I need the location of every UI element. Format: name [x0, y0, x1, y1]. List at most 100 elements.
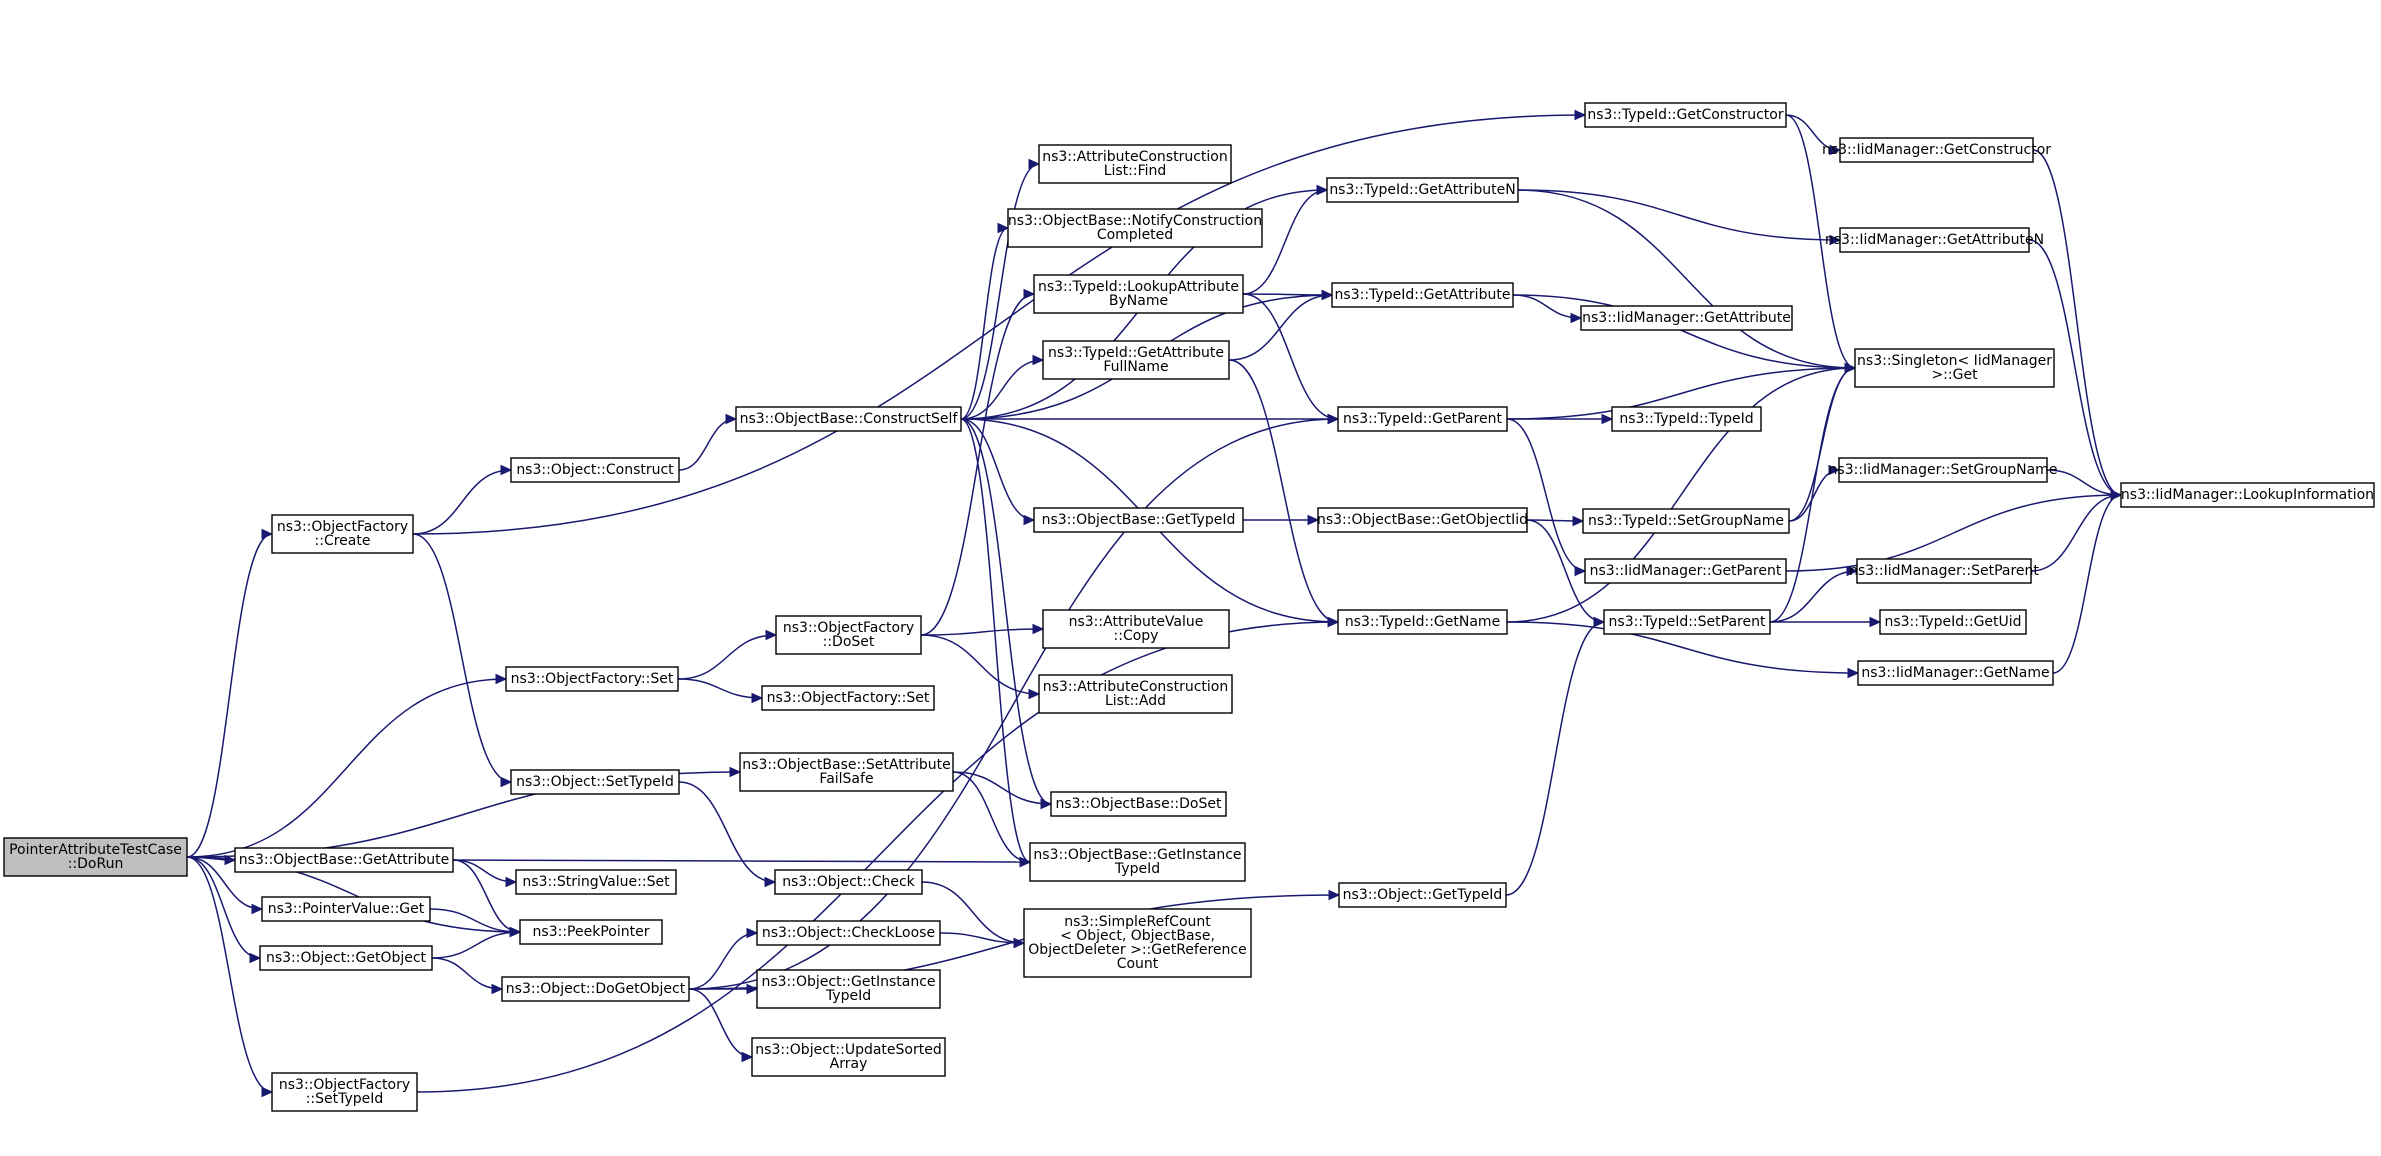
node-label-line: ns3::IidManager::GetAttributeN: [1825, 232, 2044, 248]
edge-arrowhead: [1829, 234, 1842, 246]
node-iid-getconstructor[interactable]: ns3::IidManager::GetConstructor: [1822, 137, 2051, 163]
node-box: [1033, 274, 1244, 314]
edge-line: [960, 418, 1052, 805]
edge-arrowhead: [1040, 798, 1053, 810]
node-label-line: List::Add: [1105, 693, 1166, 709]
node-iid-setgroupname[interactable]: ns3::IidManager::SetGroupName: [1829, 457, 2058, 483]
edge-line: [1506, 621, 1859, 674]
node-of-set2[interactable]: ns3::ObjectFactory::Set: [761, 685, 935, 711]
edge-o_getobject-to-peekpointer: [431, 926, 522, 959]
node-o-construct[interactable]: ns3::Object::Construct: [510, 457, 680, 483]
node-box: [1317, 507, 1528, 533]
node-box: [271, 1072, 418, 1112]
node-iid-setparent[interactable]: ns3::IidManager::SetParent: [1849, 558, 2039, 584]
edge-line: [952, 771, 1052, 805]
edge-tid_lookup-to-tid_getparent: [1242, 293, 1340, 425]
node-o-settypeid[interactable]: ns3::Object::SetTypeId: [510, 769, 680, 795]
node-label-line: ns3::ObjectFactory: [279, 1077, 410, 1093]
edge-arrowhead: [495, 673, 508, 685]
node-iid-getattr[interactable]: ns3::IidManager::GetAttribute: [1580, 305, 1793, 331]
edge-line: [1769, 367, 1856, 623]
node-of-set[interactable]: ns3::ObjectFactory::Set: [505, 666, 679, 692]
node-box: [510, 457, 680, 483]
node-root[interactable]: PointerAttributeTestCase::DoRun: [3, 837, 188, 877]
node-of-doset[interactable]: ns3::ObjectFactory::DoSet: [775, 615, 922, 655]
node-peekpointer[interactable]: ns3::PeekPointer: [519, 919, 663, 945]
edge-ob_constructself-to-ob_gettypeid: [960, 418, 1036, 526]
node-o-checkloose[interactable]: ns3::Object::CheckLoose: [756, 920, 941, 946]
node-tid-getuid[interactable]: ns3::TypeId::GetUid: [1879, 609, 2027, 635]
edge-line: [688, 418, 1339, 990]
node-singleton-get[interactable]: ns3::Singleton< IidManager>::Get: [1854, 348, 2055, 388]
node-label-line: ns3::ObjectBase::GetObjectIid: [1317, 512, 1528, 528]
node-label-line: ns3::ObjectFactory: [277, 519, 408, 535]
edge-arrowhead: [1032, 354, 1045, 366]
node-ob-getobjectiid[interactable]: ns3::ObjectBase::GetObjectIid: [1317, 507, 1528, 533]
edge-tid_getname-to-iid_getname: [1506, 621, 1860, 679]
edge-arrowhead: [1847, 667, 1860, 679]
edge-arrowhead: [1328, 889, 1341, 901]
node-box: [751, 1037, 946, 1077]
node-label-line: ns3::ObjectBase::ConstructSelf: [740, 411, 959, 427]
node-o-getobject[interactable]: ns3::Object::GetObject: [259, 945, 433, 971]
node-box: [3, 837, 188, 877]
node-of-create[interactable]: ns3::ObjectFactory::Create: [271, 514, 414, 554]
node-iid-getname[interactable]: ns3::IidManager::GetName: [1857, 660, 2054, 686]
edge-tid_setgroupname-to-iid_setgroupname: [1788, 464, 1841, 522]
node-srf-getref[interactable]: ns3::SimpleRefCount< Object, ObjectBase,…: [1023, 908, 1252, 978]
node-tid-setgroupname[interactable]: ns3::TypeId::SetGroupName: [1582, 508, 1790, 534]
edge-o_dogetobject-to-o_updatesorted: [688, 988, 754, 1063]
node-ob-constructself[interactable]: ns3::ObjectBase::ConstructSelf: [735, 406, 962, 432]
edge-ob_getobjectiid-to-tid_setgroupname: [1526, 515, 1585, 527]
node-tid-getname[interactable]: ns3::TypeId::GetName: [1337, 609, 1508, 635]
edge-arrowhead: [249, 952, 262, 964]
edge-arrowhead: [1307, 514, 1320, 526]
node-o-dogetobject[interactable]: ns3::Object::DoGetObject: [501, 976, 690, 1002]
edge-arrowhead: [261, 528, 274, 540]
node-sv-set[interactable]: ns3::StringValue::Set: [515, 869, 677, 895]
node-o-gettypeid[interactable]: ns3::Object::GetTypeId: [1338, 882, 1507, 908]
edge-ob_constructself-to-acl_find: [960, 158, 1041, 420]
node-label-line: ns3::AttributeConstruction: [1043, 679, 1228, 695]
node-tid-setparent[interactable]: ns3::TypeId::SetParent: [1603, 609, 1771, 635]
node-iid-lookupinfo[interactable]: ns3::IidManager::LookupInformation: [2120, 482, 2375, 508]
node-av-copy[interactable]: ns3::AttributeValue::Copy: [1042, 609, 1230, 649]
node-tid-getconstructor[interactable]: ns3::TypeId::GetConstructor: [1584, 102, 1787, 128]
edge-o_gettypeid-to-tid_setparent: [1505, 616, 1606, 896]
node-pv-get[interactable]: ns3::PointerValue::Get: [261, 896, 431, 922]
edge-ob_constructself-to-ob_getinsttid: [960, 418, 1032, 868]
node-ob-notify[interactable]: ns3::ObjectBase::NotifyConstructionCompl…: [1007, 208, 1263, 248]
node-label-line: ns3::ObjectFactory::Set: [767, 690, 930, 706]
edge-line: [1228, 359, 1339, 623]
node-tid-typeid[interactable]: ns3::TypeId::TypeId: [1611, 406, 1762, 432]
edge-line: [939, 932, 1025, 944]
node-box: [1338, 882, 1507, 908]
node-tid-getattrn[interactable]: ns3::TypeId::GetAttributeN: [1326, 177, 1519, 203]
node-box: [1038, 144, 1232, 184]
node-iid-getattrn[interactable]: ns3::IidManager::GetAttributeN: [1825, 227, 2044, 253]
edge-line: [1242, 293, 1333, 296]
node-label-line: ns3::IidManager::GetName: [1861, 665, 2049, 681]
node-ob-getattr[interactable]: ns3::ObjectBase::GetAttribute: [234, 847, 454, 873]
node-label-line: ns3::AttributeValue: [1069, 614, 1204, 630]
node-o-check[interactable]: ns3::Object::Check: [774, 869, 923, 895]
edge-line: [1506, 418, 1586, 572]
node-label-line: ns3::IidManager::GetParent: [1590, 563, 1782, 579]
node-tid-getparent[interactable]: ns3::TypeId::GetParent: [1337, 406, 1508, 432]
node-of-settypeid[interactable]: ns3::ObjectFactory::SetTypeId: [271, 1072, 418, 1112]
node-ob-gettypeid[interactable]: ns3::ObjectBase::GetTypeId: [1033, 507, 1244, 533]
node-box: [1839, 137, 2034, 163]
node-iid-getparent[interactable]: ns3::IidManager::GetParent: [1584, 558, 1787, 584]
edge-arrowhead: [751, 692, 764, 704]
node-tid-getattr[interactable]: ns3::TypeId::GetAttribute: [1331, 282, 1514, 308]
node-ob-doset[interactable]: ns3::ObjectBase::DoSet: [1050, 791, 1227, 817]
edge-arrowhead: [1023, 288, 1036, 300]
